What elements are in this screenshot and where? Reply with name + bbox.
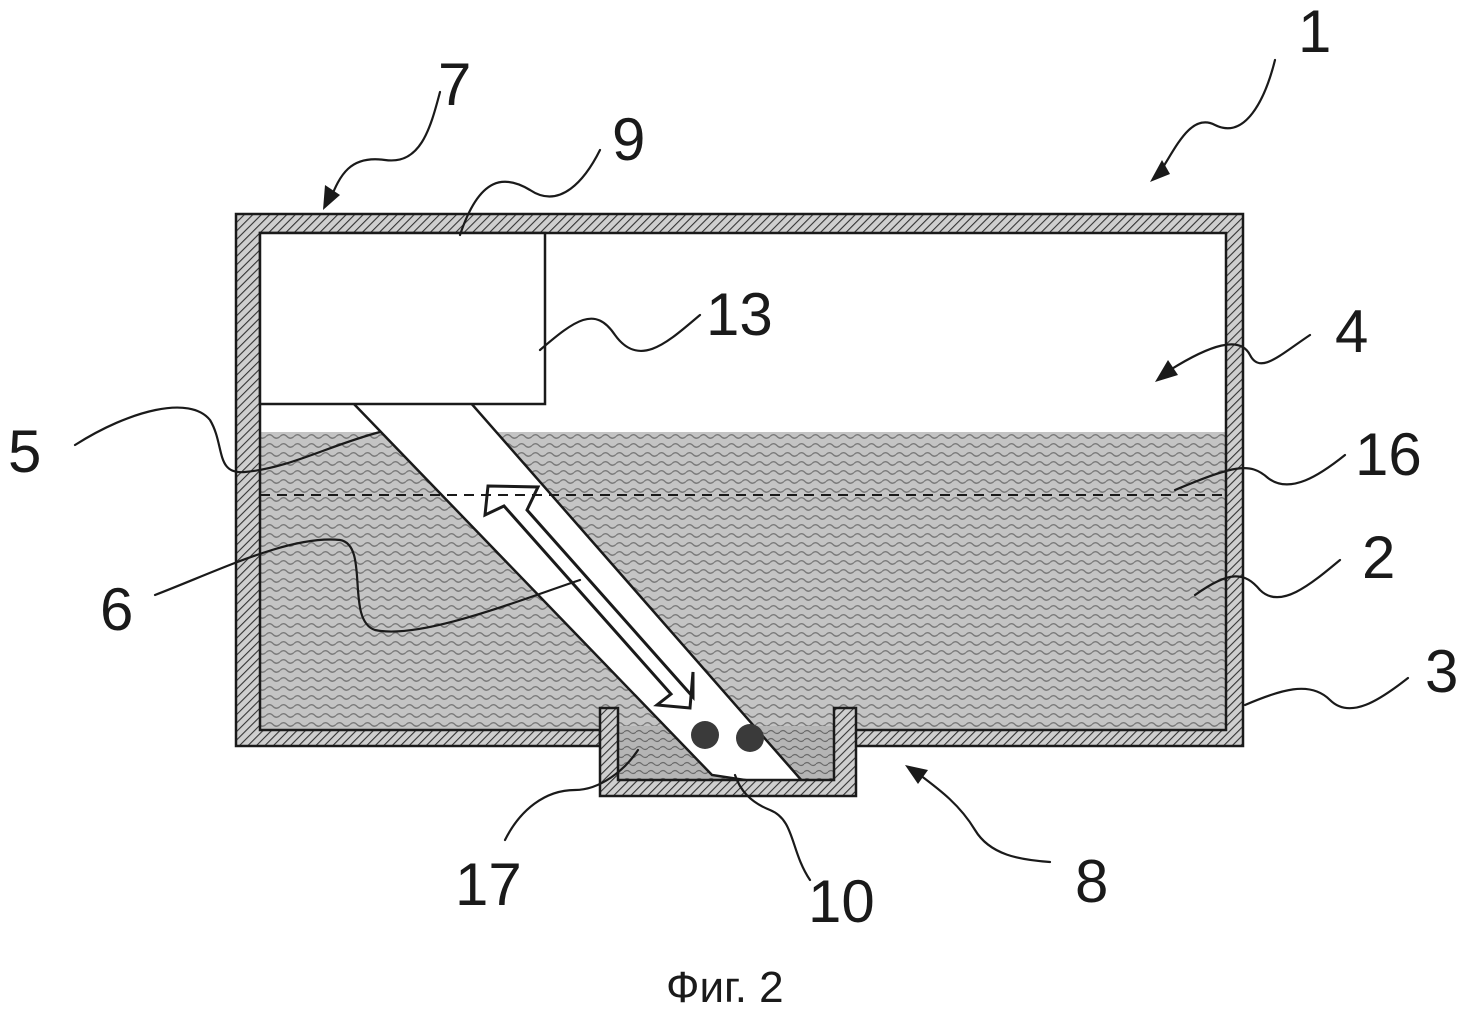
leader-5 [73, 406, 382, 474]
label-17: 17 [455, 851, 522, 918]
arrow-head-4 [1155, 360, 1178, 382]
sensor-ball-left [691, 721, 719, 749]
label-2: 2 [1362, 524, 1395, 591]
flow-arrow-6 [483, 484, 695, 710]
leader-9 [458, 148, 602, 237]
leader-10 [733, 773, 812, 882]
leader-13 [538, 313, 702, 353]
label-10: 10 [808, 868, 875, 935]
label-8: 8 [1075, 848, 1108, 915]
leader-7 [328, 90, 442, 202]
label-13: 13 [706, 281, 773, 348]
leader-6 [153, 538, 582, 633]
block-13 [258, 231, 547, 406]
label-9: 9 [612, 106, 645, 173]
leader-4 [1168, 333, 1312, 372]
leader-3 [1243, 676, 1410, 710]
sump-wall [598, 706, 858, 798]
label-4: 4 [1335, 298, 1368, 365]
label-7: 7 [438, 51, 471, 118]
arrow-head-8 [905, 765, 928, 784]
leader-1 [1156, 58, 1277, 177]
leader-16 [1173, 453, 1347, 492]
label-1: 1 [1298, 0, 1331, 65]
arrow-head-7 [323, 185, 340, 210]
leader-2 [1193, 558, 1342, 599]
label-5: 5 [8, 418, 41, 485]
liquid-body [260, 432, 1226, 730]
sensor-ball-right [736, 724, 764, 752]
label-16: 16 [1355, 421, 1422, 488]
label-6: 6 [100, 576, 133, 643]
arrow-head-1 [1150, 160, 1170, 182]
leader-17 [503, 748, 640, 842]
label-3: 3 [1425, 638, 1458, 705]
leader-8 [918, 773, 1052, 864]
figure-caption: Фиг. 2 [666, 963, 784, 1012]
